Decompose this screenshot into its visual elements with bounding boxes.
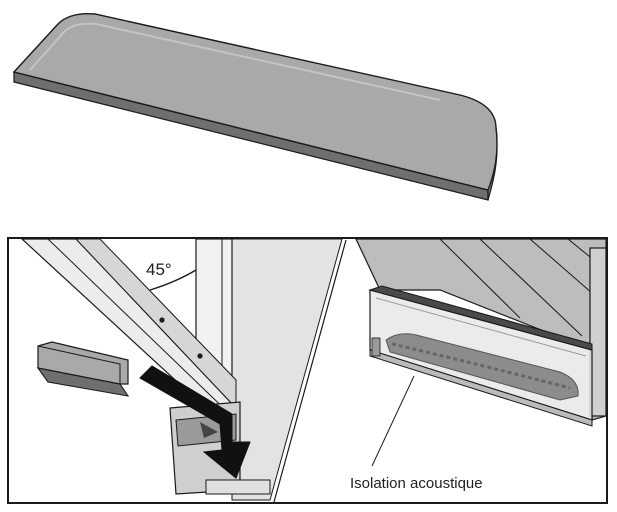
rib-3 [529,239,601,301]
screw-dot-1 [159,317,165,323]
callout-leader [371,375,415,467]
insulation-panel-illustration [12,13,498,201]
detail-view: 45° [7,237,608,504]
panel-top-face [12,13,498,191]
angle-label: 45° [146,260,172,279]
rib-2 [479,239,583,337]
right-post [589,247,606,417]
down-arrow-icon [139,365,251,479]
angle-arc [149,269,197,291]
callout-label: Isolation acoustique [350,475,483,492]
screw-dot-2 [197,353,203,359]
rib-1 [439,239,521,319]
panel-highlight [29,22,441,101]
diagonal-strut-line [47,239,237,421]
insulation-tray [368,285,593,427]
diagonal-strut-inner [75,239,237,410]
loose-panel-piece [36,341,130,397]
view-divider [273,239,347,502]
